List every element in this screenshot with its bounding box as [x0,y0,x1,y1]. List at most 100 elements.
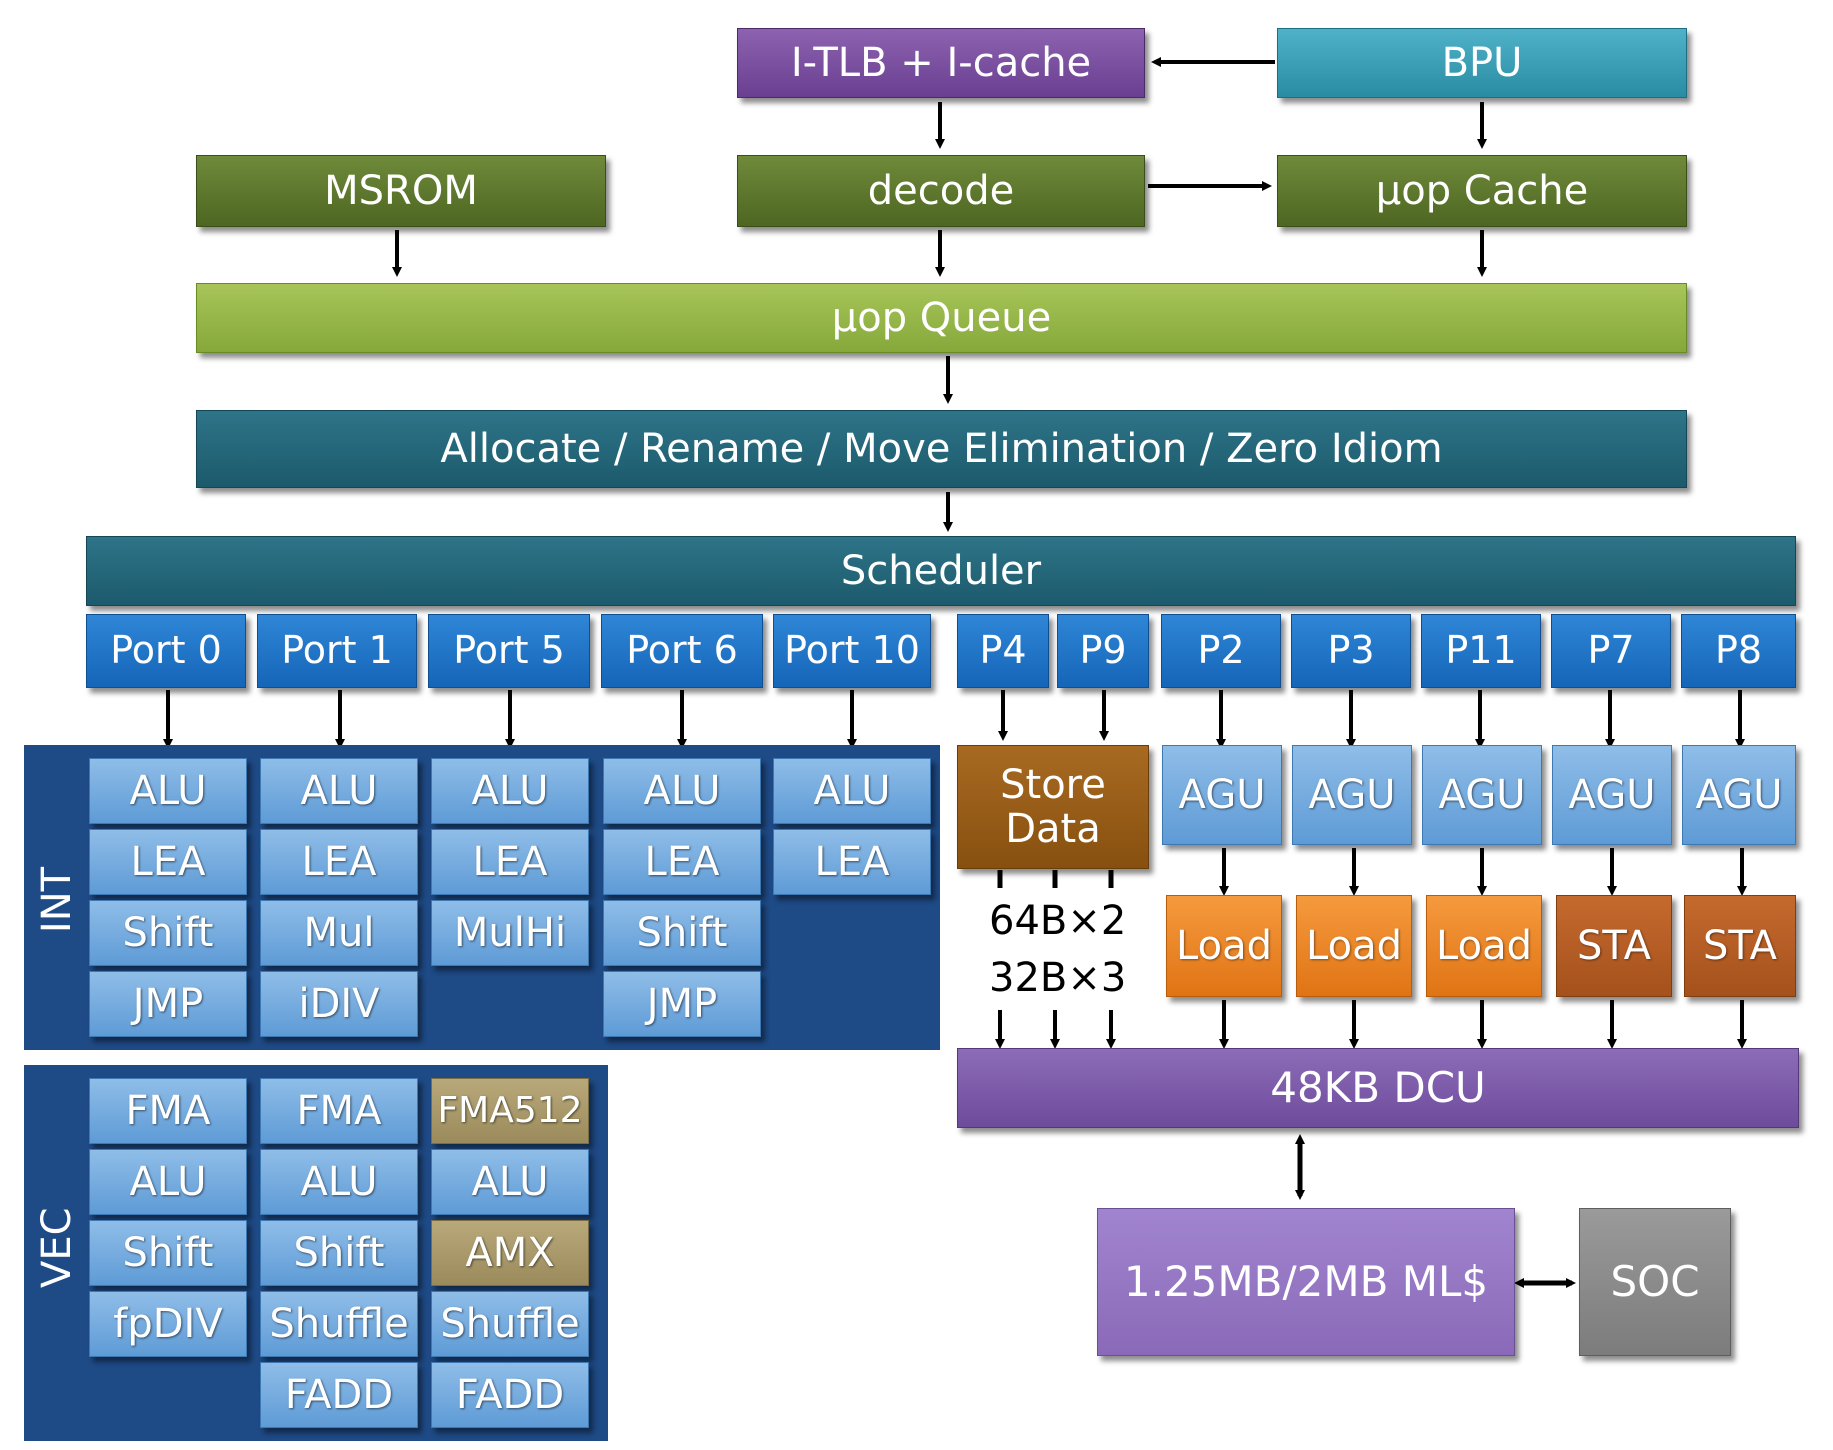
int-p0-lea: LEA [89,829,247,895]
agu-p3: AGU [1292,745,1412,845]
unit-label: AGU [1178,772,1266,818]
unit-label: Shuffle [440,1301,580,1347]
unit-label: JMP [132,981,204,1027]
port-10: Port 10 [773,614,931,688]
vec-p0-fma: FMA [89,1078,247,1144]
int-p0-shift: Shift [89,900,247,966]
unit-label: STA [1702,923,1778,969]
port-p4: P4 [957,614,1049,688]
unit-label: ALU [643,768,721,814]
agu-p2: AGU [1162,745,1282,845]
itlb-icache-block: I-TLB + I-cache [737,28,1145,98]
vec-p5-amx: AMX [431,1220,589,1286]
bandwidth-note-32b: 32B×3 [989,955,1127,1001]
soc-label: SOC [1610,1256,1700,1306]
port-p9: P9 [1057,614,1149,688]
vec-p5-fadd: FADD [431,1362,589,1428]
unit-label: FADD [455,1372,565,1418]
bpu-label: BPU [1441,40,1523,86]
unit-label: Shuffle [269,1301,409,1347]
unit-label: AGU [1438,772,1526,818]
unit-label: LEA [301,839,377,885]
unit-label: AGU [1695,772,1783,818]
mlc-block: 1.25MB/2MB ML$ [1097,1208,1515,1356]
port-p7: P7 [1551,614,1671,688]
vec-p1-fma: FMA [260,1078,418,1144]
port-5: Port 5 [428,614,590,688]
unit-label: Mul [303,910,375,956]
vec-p0-fpdiv: fpDIV [89,1291,247,1357]
allocate-rename-block: Allocate / Rename / Move Elimination / Z… [196,410,1687,488]
port-label: P4 [979,628,1027,673]
vec-p5-alu: ALU [431,1149,589,1215]
uop-cache-label: µop Cache [1375,168,1589,214]
unit-label: Load [1436,923,1532,969]
bpu-block: BPU [1277,28,1687,98]
agu-p7: AGU [1552,745,1672,845]
int-p5-lea: LEA [431,829,589,895]
unit-label: MulHi [453,910,567,956]
port-label: Port 5 [453,628,565,673]
unit-label: Load [1176,923,1272,969]
unit-label: ALU [300,768,378,814]
vec-p1-fadd: FADD [260,1362,418,1428]
vec-panel-label: VEC [34,1207,80,1288]
int-p5-alu: ALU [431,758,589,824]
int-p6-lea: LEA [603,829,761,895]
port-p3: P3 [1291,614,1411,688]
vec-p1-shift: Shift [260,1220,418,1286]
int-p10-lea: LEA [773,829,931,895]
int-p1-mul: Mul [260,900,418,966]
unit-label: AMX [465,1230,555,1276]
unit-label: FMA [296,1088,382,1134]
soc-block: SOC [1579,1208,1731,1356]
allocate-rename-label: Allocate / Rename / Move Elimination / Z… [440,426,1443,472]
int-p1-lea: LEA [260,829,418,895]
int-p6-alu: ALU [603,758,761,824]
port-label: Port 0 [110,628,222,673]
unit-label: JMP [646,981,718,1027]
store-data-line2: Data [1005,806,1101,852]
scheduler-label: Scheduler [840,548,1042,594]
load-unit-p3: Load [1296,895,1412,997]
port-label: P9 [1079,628,1127,673]
unit-label: AGU [1308,772,1396,818]
port-label: P7 [1587,628,1635,673]
unit-label: ALU [129,1159,207,1205]
mlc-label: 1.25MB/2MB ML$ [1123,1256,1489,1306]
itlb-icache-label: I-TLB + I-cache [790,40,1092,86]
scheduler-block: Scheduler [86,536,1796,606]
int-p10-alu: ALU [773,758,931,824]
unit-label: FADD [284,1372,394,1418]
msrom-label: MSROM [324,168,478,214]
port-label: Port 10 [784,628,920,673]
unit-label: ALU [300,1159,378,1205]
port-6: Port 6 [601,614,763,688]
unit-label: fpDIV [113,1301,223,1347]
vec-p5-fma512: FMA512 [431,1078,589,1144]
int-p1-alu: ALU [260,758,418,824]
dcu-block: 48KB DCU [957,1048,1799,1128]
int-p0-alu: ALU [89,758,247,824]
port-p2: P2 [1161,614,1281,688]
port-p11: P11 [1421,614,1541,688]
unit-label: AGU [1568,772,1656,818]
unit-label: Load [1306,923,1402,969]
msrom-block: MSROM [196,155,606,227]
agu-p11: AGU [1422,745,1542,845]
vec-p0-alu: ALU [89,1149,247,1215]
unit-label: LEA [472,839,548,885]
unit-label: LEA [814,839,890,885]
load-unit-p11: Load [1426,895,1542,997]
int-p5-mulhi: MulHi [431,900,589,966]
vec-p0-shift: Shift [89,1220,247,1286]
uop-queue-block: µop Queue [196,283,1687,353]
vec-p5-shuffle: Shuffle [431,1291,589,1357]
unit-label: FMA [125,1088,211,1134]
int-p6-jmp: JMP [603,971,761,1037]
int-p1-idiv: iDIV [260,971,418,1037]
unit-label: Shift [636,910,728,956]
decode-block: decode [737,155,1145,227]
unit-label: ALU [471,768,549,814]
port-p8: P8 [1681,614,1796,688]
